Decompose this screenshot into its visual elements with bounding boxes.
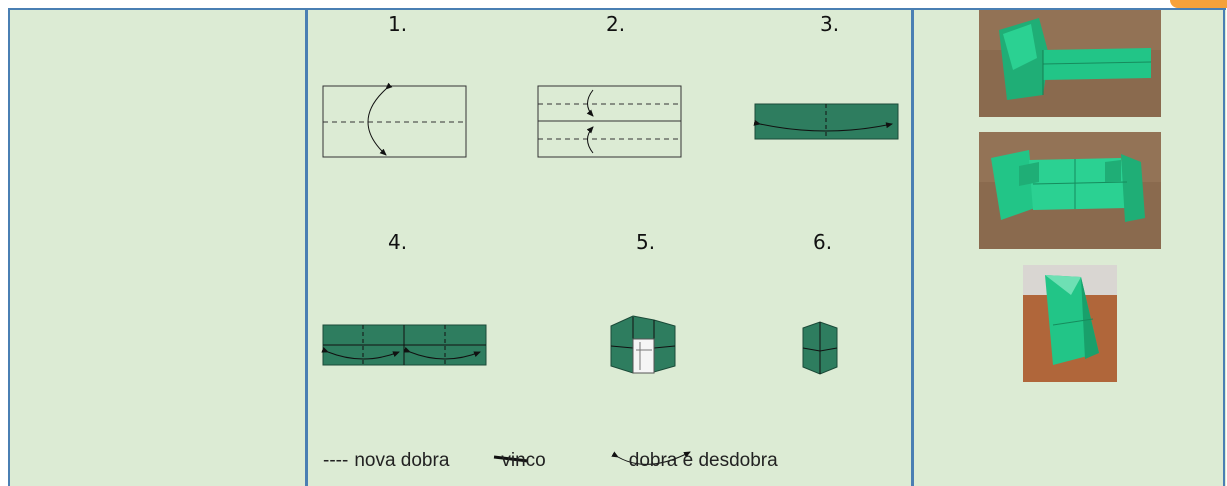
legend-new-fold: nova dobra bbox=[354, 450, 450, 471]
table-border-col2 bbox=[911, 8, 914, 486]
step-number-2: 2. bbox=[606, 12, 626, 36]
diagram-step-3 bbox=[753, 103, 899, 140]
table-border-right bbox=[1223, 8, 1225, 486]
diagram-step-1 bbox=[322, 82, 467, 158]
table-border-top bbox=[8, 8, 1226, 10]
diagram-step-5 bbox=[610, 315, 676, 374]
crease-line-symbol bbox=[493, 455, 529, 463]
legend-fold-unfold: dobra e desdobra bbox=[628, 450, 778, 471]
diagram-step-4 bbox=[321, 324, 487, 366]
diagram-step-2 bbox=[537, 85, 682, 158]
step-number-4: 4. bbox=[388, 230, 408, 254]
legend: ---- nova dobra vinco dobra e desdobra bbox=[323, 449, 778, 473]
diagram-step-6 bbox=[802, 321, 838, 375]
legend-dashes: ---- bbox=[323, 450, 349, 471]
photo-model-partial bbox=[979, 10, 1161, 117]
legend-symbols bbox=[493, 451, 691, 465]
step-number-5: 5. bbox=[636, 230, 656, 254]
photo-model-unfolded bbox=[979, 132, 1161, 249]
instruction-table: 1. 2. 3. 4. 5. 6. bbox=[8, 8, 1226, 486]
step-number-3: 3. bbox=[820, 12, 840, 36]
legend-crease: vinco bbox=[501, 450, 546, 471]
fold-unfold-arrow-symbol bbox=[611, 451, 691, 465]
corner-tab bbox=[1170, 0, 1227, 8]
step-number-6: 6. bbox=[813, 230, 833, 254]
step-number-1: 1. bbox=[388, 12, 408, 36]
table-border-col1 bbox=[305, 8, 308, 486]
table-border-left bbox=[8, 8, 10, 486]
fold-diagrams bbox=[321, 82, 899, 465]
photo-triangle-box bbox=[1023, 265, 1117, 382]
